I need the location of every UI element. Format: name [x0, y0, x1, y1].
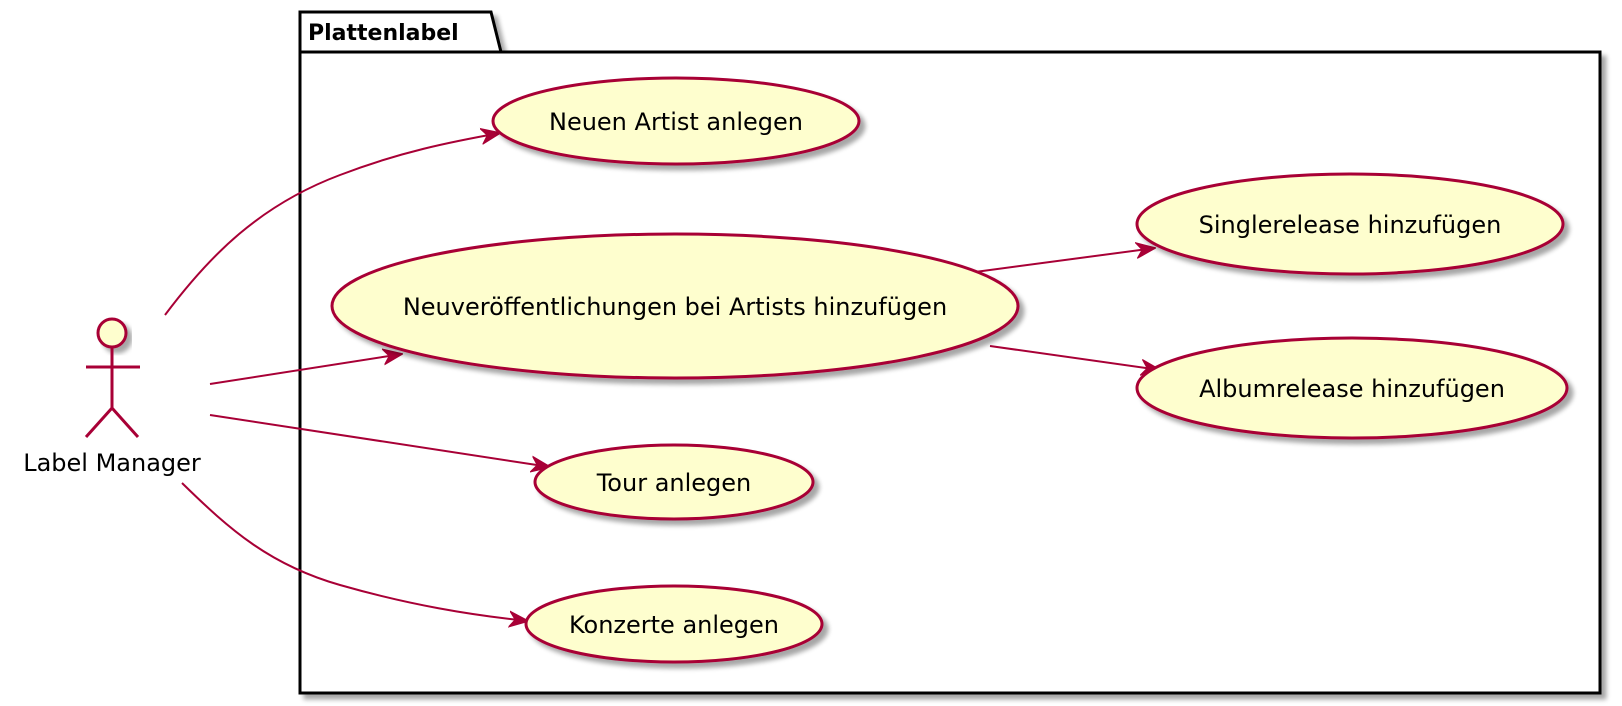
use-case-label: Neuen Artist anlegen	[549, 108, 803, 136]
use-case-neuen-artist[interactable]	[491, 76, 861, 166]
arrow-to-singlerelease	[974, 248, 1155, 273]
actor-name: Label Manager	[23, 449, 201, 477]
use-case-neuveroeffentlichungen[interactable]	[330, 232, 1020, 380]
arrow-to-neuen-artist	[164, 133, 500, 316]
arrow-to-tour	[209, 414, 550, 467]
arrow-to-konzerte	[181, 482, 528, 621]
actor-leg-left	[84, 406, 114, 439]
use-case-label: Tour anlegen	[596, 469, 752, 497]
actor-head	[96, 317, 128, 349]
arrow-to-albumrelease	[989, 345, 1160, 370]
use-case-label: Konzerte anlegen	[569, 611, 779, 639]
actor-leg-right	[110, 406, 140, 439]
use-case-albumrelease[interactable]	[1135, 336, 1569, 440]
use-case-singlerelease[interactable]	[1135, 172, 1565, 276]
package-title: Plattenlabel	[308, 21, 459, 46]
use-case-tour[interactable]	[533, 443, 815, 521]
use-case-label: Singlerelease hinzufügen	[1199, 211, 1502, 239]
actor-label-manager[interactable]	[84, 317, 140, 439]
arrow-to-neuveroeffentlichungen	[209, 354, 402, 385]
use-case-label: Neuveröffentlichungen bei Artists hinzuf…	[403, 293, 947, 321]
use-case-label: Albumrelease hinzufügen	[1199, 375, 1505, 403]
use-case-konzerte[interactable]	[524, 584, 824, 664]
